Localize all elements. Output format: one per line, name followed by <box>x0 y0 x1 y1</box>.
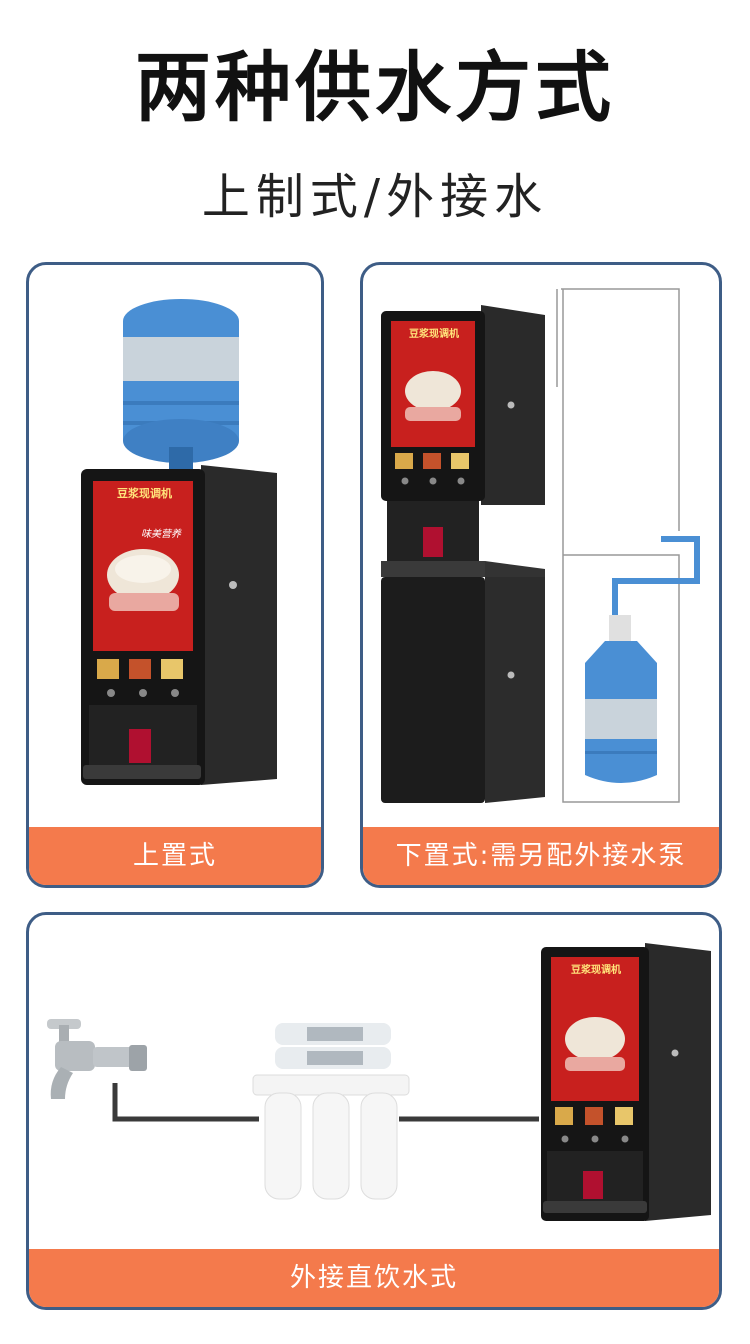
water-bottle-icon <box>123 299 239 472</box>
dispenser-machine: 豆浆现调机 味美营养 <box>81 465 277 787</box>
water-bottle-icon <box>585 615 657 783</box>
machine-brand-label: 豆浆现调机 <box>409 329 459 340</box>
dispenser-machine-tall: 豆浆现调机 <box>381 305 545 805</box>
panel-top-mounted: 豆浆现调机 味美营养 上置式 <box>26 262 324 888</box>
panel-direct-drinking-water: 豆浆现调机 外接直饮水式 <box>26 912 722 1310</box>
water-line <box>112 1083 539 1122</box>
dispenser-machine: 豆浆现调机 <box>541 943 711 1223</box>
water-pipe <box>612 536 700 619</box>
page-subtitle: 上制式/外接水 <box>201 169 549 225</box>
caption-direct-drinking-water: 外接直饮水式 <box>29 1249 719 1307</box>
machine-brand-label: 豆浆现调机 <box>571 965 621 976</box>
panel-bottom-mounted: 豆浆现调机 下置式:需另配外接水泵 <box>360 262 722 888</box>
machine-brand-label: 豆浆现调机 <box>117 487 172 500</box>
faucet-icon <box>47 1019 147 1099</box>
cabinet-outline <box>556 288 680 803</box>
caption-top-mounted: 上置式 <box>29 827 321 885</box>
caption-bottom-mounted: 下置式:需另配外接水泵 <box>363 827 719 885</box>
water-filter-icon <box>252 1023 410 1200</box>
page-title: 两种供水方式 <box>135 43 615 132</box>
machine-slogan: 味美营养 <box>141 529 181 540</box>
